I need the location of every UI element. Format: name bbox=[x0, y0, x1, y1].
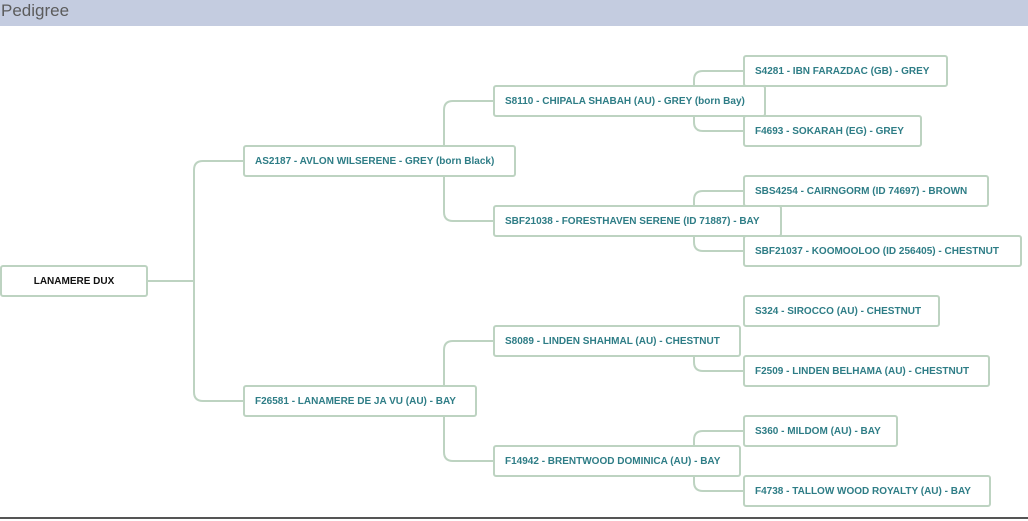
connector-dam-dam bbox=[693, 430, 744, 492]
horse-node-sire-sire-dam[interactable]: F4693 - SOKARAH (EG) - GREY bbox=[743, 115, 922, 147]
page-header: Pedigree bbox=[0, 0, 1028, 26]
horse-node-sire[interactable]: AS2187 - AVLON WILSERENE - GREY (born Bl… bbox=[243, 145, 516, 177]
horse-node-sire-dam[interactable]: SBF21038 - FORESTHAVEN SERENE (ID 71887)… bbox=[493, 205, 782, 237]
horse-node-subject[interactable]: LANAMERE DUX bbox=[0, 265, 148, 297]
connector-sire-sire bbox=[693, 70, 744, 132]
horse-node-dam-sire-dam[interactable]: F2509 - LINDEN BELHAMA (AU) - CHESTNUT bbox=[743, 355, 990, 387]
horse-node-sire-dam-sire[interactable]: SBS4254 - CAIRNGORM (ID 74697) - BROWN bbox=[743, 175, 989, 207]
horse-node-dam-dam[interactable]: F14942 - BRENTWOOD DOMINICA (AU) - BAY bbox=[493, 445, 741, 477]
horse-node-dam[interactable]: F26581 - LANAMERE DE JA VU (AU) - BAY bbox=[243, 385, 477, 417]
connector-sire bbox=[443, 100, 493, 222]
horse-node-dam-sire-sire[interactable]: S324 - SIROCCO (AU) - CHESTNUT bbox=[743, 295, 940, 327]
connector-sire-dam bbox=[693, 190, 744, 252]
bottom-divider bbox=[0, 517, 1028, 519]
page-title: Pedigree bbox=[1, 1, 70, 20]
connector-root bbox=[147, 160, 243, 402]
horse-node-dam-dam-sire[interactable]: S360 - MILDOM (AU) - BAY bbox=[743, 415, 898, 447]
horse-node-sire-sire-sire[interactable]: S4281 - IBN FARAZDAC (GB) - GREY bbox=[743, 55, 948, 87]
horse-node-dam-sire[interactable]: S8089 - LINDEN SHAHMAL (AU) - CHESTNUT bbox=[493, 325, 741, 357]
horse-node-sire-dam-dam[interactable]: SBF21037 - KOOMOOLOO (ID 256405) - CHEST… bbox=[743, 235, 1022, 267]
connector-dam bbox=[443, 340, 493, 462]
horse-node-dam-dam-dam[interactable]: F4738 - TALLOW WOOD ROYALTY (AU) - BAY bbox=[743, 475, 991, 507]
horse-node-sire-sire[interactable]: S8110 - CHIPALA SHABAH (AU) - GREY (born… bbox=[493, 85, 766, 117]
connector-dam-sire bbox=[693, 356, 744, 372]
